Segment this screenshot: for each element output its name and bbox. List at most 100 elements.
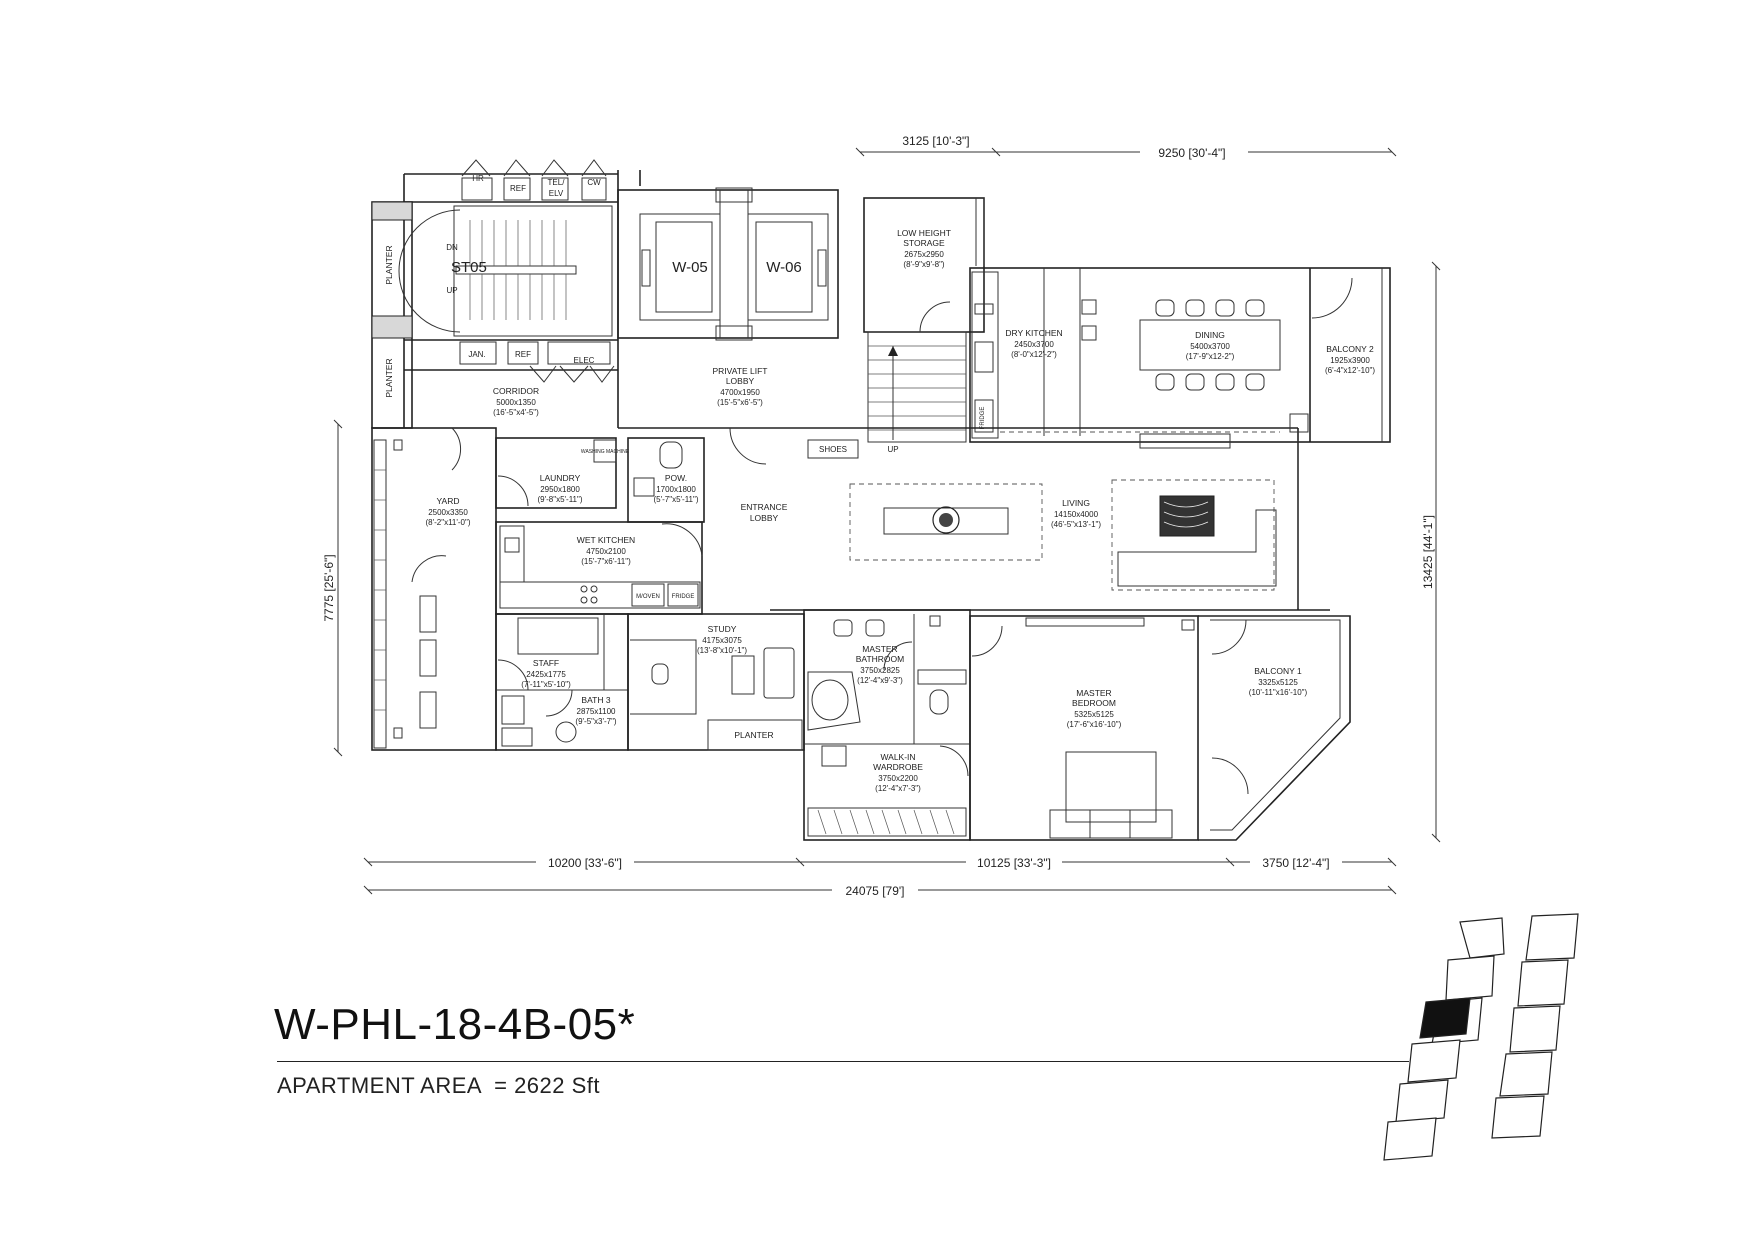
master-bedroom-name-2: BEDROOM [1072,698,1116,708]
laundry-name: LAUNDRY [540,473,581,483]
balcony-1-size: 3325x5125 [1258,678,1298,687]
lift-lobby-size: 4700x1950 [720,388,760,397]
wet-kitchen-imperial: (15'-7"x6'-11") [581,557,631,566]
ref-top-label: REF [510,184,526,193]
dry-kitchen-size: 2450x3700 [1014,340,1054,349]
yard-imperial: (8'-2"x11'-0") [425,518,470,527]
stair-up-label: UP [446,286,457,295]
pow-size: 1700x1800 [656,485,696,494]
dim-left: 7775 [25'-6"] [322,554,336,621]
balcony-1-name: BALCONY 1 [1254,666,1302,676]
balcony-1-zone: BALCONY 1 3325x5125 (10'-11"x16'-10") [1198,615,1351,841]
elec-label: ELEC [574,356,595,365]
master-bath-imperial: (12'-4"x9'-3") [857,676,903,685]
yard-zone: YARD 2500x3350 (8'-2"x11'-0") [371,427,497,751]
living-imperial: (46'-5"x13'-1") [1051,520,1101,529]
master-bedroom-imperial: (17'-6"x16'-10") [1067,720,1122,729]
lift-lobby-name-2: LOBBY [726,376,755,386]
cw-label: CW [587,178,601,187]
dim-bottom-3: 3750 [12'-4"] [1262,856,1329,870]
master-bath-size: 3750x2825 [860,666,900,675]
service-zone: WASHING MACHINE LAUNDRY 2950x1800 (9'-8"… [495,437,705,615]
area-equals: = [494,1073,508,1098]
dim-overall: 24075 [79'] [845,884,904,898]
master-bedroom-zone: MASTER BEDROOM 5325x5125 (17'-6"x16'-10"… [969,615,1199,841]
fridge-low-label: FRIDGE [672,594,695,600]
laundry-imperial: (9'-8"x5'-11") [537,495,582,504]
wardrobe-name-1: WALK-IN [880,752,915,762]
dining-imperial: (17'-9"x12-2") [1186,352,1235,361]
dry-kitchen-name: DRY KITCHEN [1005,328,1062,338]
pow-name: POW. [665,473,687,483]
dining-name: DINING [1195,330,1225,340]
living-name: LIVING [1062,498,1090,508]
area-label: APARTMENT AREA [277,1073,481,1098]
master-bath-name-2: BATHROOM [856,654,904,664]
yard-name: YARD [437,496,460,506]
staff-name: STAFF [533,658,559,668]
master-suite-west: MASTER BATHROOM 3750x2825 (12'-4"x9'-3")… [803,609,971,841]
dining-zone: FRIDGE DRY KITCHEN 2450x3700 (8'-0"x12'-… [969,267,1391,449]
elv-label: ELV [549,189,564,198]
stair-dn-label: DN [446,243,458,252]
laundry-size: 2950x1800 [540,485,580,494]
apartment-area: APARTMENT AREA = 2622 Sft [277,1073,600,1099]
pow-imperial: (5'-7"x5'-11") [653,495,698,504]
balcony-2-size: 1925x3900 [1330,356,1370,365]
title-divider [277,1061,1409,1062]
stair-up-main-label: UP [887,445,898,454]
planter-label-3: PLANTER [734,730,773,740]
balcony-1-imperial: (10'-11"x16'-10") [1249,688,1308,697]
dim-top-right: 9250 [30'-4"] [1158,146,1225,160]
shoes-label: SHOES [819,445,847,454]
yard-size: 2500x3350 [428,508,468,517]
staff-study-zone: STAFF 2425x1775 (7'-11"x5'-10") BATH 3 2… [495,613,805,751]
lift-lobby-imperial: (15'-5"x6'-5") [717,398,763,407]
dim-bottom-1: 10200 [33'-6"] [548,856,622,870]
study-imperial: (13'-8"x10'-1") [697,646,747,655]
fridge-top-label: FRIDGE [980,407,986,430]
planter-label-2: PLANTER [384,358,394,397]
staff-size: 2425x1775 [526,670,566,679]
m-oven-label: M/OVEN [636,594,660,600]
lift-lobby-name-1: PRIVATE LIFT [713,366,768,376]
stair-label: ST05 [451,259,487,276]
jan-label: JAN. [468,350,485,359]
ref-low-label: REF [515,350,531,359]
corridor-size: 5000x1350 [496,398,536,407]
dim-bottom-2: 10125 [33'-3"] [977,856,1051,870]
living-zone: ENTRANCE LOBBY LIVING 14150x4000 (46'-5"… [618,413,1330,611]
bath-3-name: BATH 3 [581,695,610,705]
building-core: PLANTER PLANTER ST05 DN UP HR R [371,159,839,429]
balcony-2-imperial: (6'-4"x12'-10") [1325,366,1375,375]
entrance-lobby-name-1: ENTRANCE [741,502,788,512]
dim-top-left: 3125 [10'-3"] [902,134,969,148]
bath-3-imperial: (9'-5"x3'-7") [575,717,617,726]
study-size: 4175x3075 [702,636,742,645]
planter-label-1: PLANTER [384,245,394,284]
wardrobe-name-2: WARDROBE [873,762,923,772]
living-size: 14150x4000 [1054,510,1099,519]
dim-right: 13425 [44'-1"] [1421,515,1435,589]
lift-w05-label: W-05 [672,259,708,276]
wardrobe-size: 3750x2200 [878,774,918,783]
dry-kitchen-imperial: (8'-0"x12'-2") [1011,350,1057,359]
corridor-name: CORRIDOR [493,386,539,396]
wet-kitchen-name: WET KITCHEN [577,535,635,545]
area-value: 2622 Sft [514,1073,601,1098]
entrance-lobby-name-2: LOBBY [750,513,779,523]
corridor-imperial: (16'-5"x4'-5") [493,408,539,417]
hr-label: HR [472,174,484,183]
storage-size: 2675x2950 [904,250,944,259]
master-bath-name-1: MASTER [862,644,897,654]
storage-area: LOW HEIGHT STORAGE 2675x2950 (8'-9"x9'-8… [807,197,985,459]
wardrobe-imperial: (12'-4"x7'-3") [875,784,921,793]
key-plan [1383,913,1579,1161]
staff-imperial: (7'-11"x5'-10") [521,680,571,689]
unit-code-title: W-PHL-18-4B-05* [274,1000,636,1049]
dining-size: 5400x3700 [1190,342,1230,351]
storage-name-1: LOW HEIGHT [897,228,951,238]
wet-kitchen-size: 4750x2100 [586,547,626,556]
dimension-lines: 3125 [10'-3"] 9250 [30'-4"] 7775 [25'-6"… [322,133,1441,898]
